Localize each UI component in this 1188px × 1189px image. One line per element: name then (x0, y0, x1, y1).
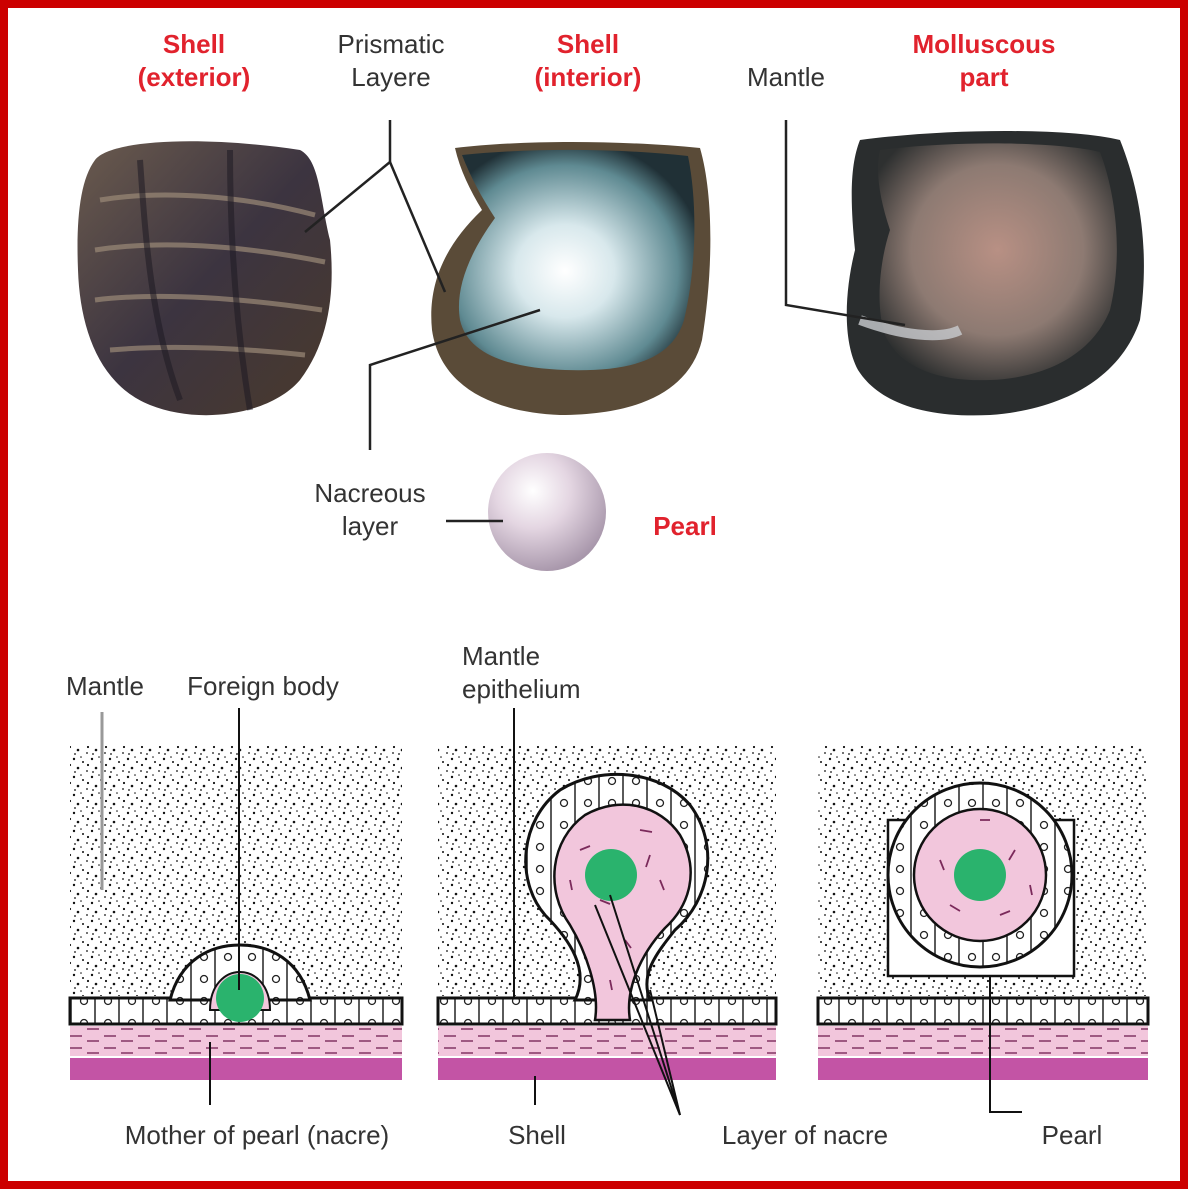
label-shell-interior-line2: (interior) (518, 61, 658, 94)
molluscous-part-image (847, 131, 1144, 415)
label-mantle-epithelium-line2: epithelium (462, 673, 612, 706)
label-mantle-epithelium: Mantle epithelium (462, 640, 612, 706)
label-shell-interior-line1: Shell (518, 28, 658, 61)
label-pearl-bottom: Pearl (1030, 1119, 1114, 1152)
label-shell-exterior-line2: (exterior) (120, 61, 268, 94)
label-pearl-top: Pearl (640, 510, 730, 543)
label-prismatic-layer: Prismatic Layere (318, 28, 464, 94)
label-molluscous-part: Molluscous part (893, 28, 1075, 94)
label-molluscous-line2: part (893, 61, 1075, 94)
label-shell-exterior-line1: Shell (120, 28, 268, 61)
formation-stage-1 (70, 708, 402, 1105)
label-mantle-top: Mantle (735, 61, 837, 94)
label-shell-interior: Shell (interior) (518, 28, 658, 94)
label-prismatic-line2: Layere (318, 61, 464, 94)
label-nacreous-layer: Nacreous layer (300, 477, 440, 543)
label-layer-of-nacre: Layer of nacre (700, 1119, 910, 1152)
label-molluscous-line1: Molluscous (893, 28, 1075, 61)
shell-interior-image (431, 142, 710, 415)
shell-exterior-image (78, 141, 332, 415)
label-mother-of-pearl: Mother of pearl (nacre) (98, 1119, 416, 1152)
label-foreign-body: Foreign body (168, 670, 358, 703)
label-shell: Shell (495, 1119, 579, 1152)
label-mantle-epithelium-line1: Mantle (462, 640, 612, 673)
label-mantle-bottom: Mantle (55, 670, 155, 703)
label-nacreous-line2: layer (300, 510, 440, 543)
formation-stage-3 (818, 746, 1148, 1112)
pearl-image (488, 453, 606, 571)
label-nacreous-line1: Nacreous (300, 477, 440, 510)
label-shell-exterior: Shell (exterior) (120, 28, 268, 94)
label-prismatic-line1: Prismatic (318, 28, 464, 61)
formation-stage-2 (438, 708, 776, 1115)
